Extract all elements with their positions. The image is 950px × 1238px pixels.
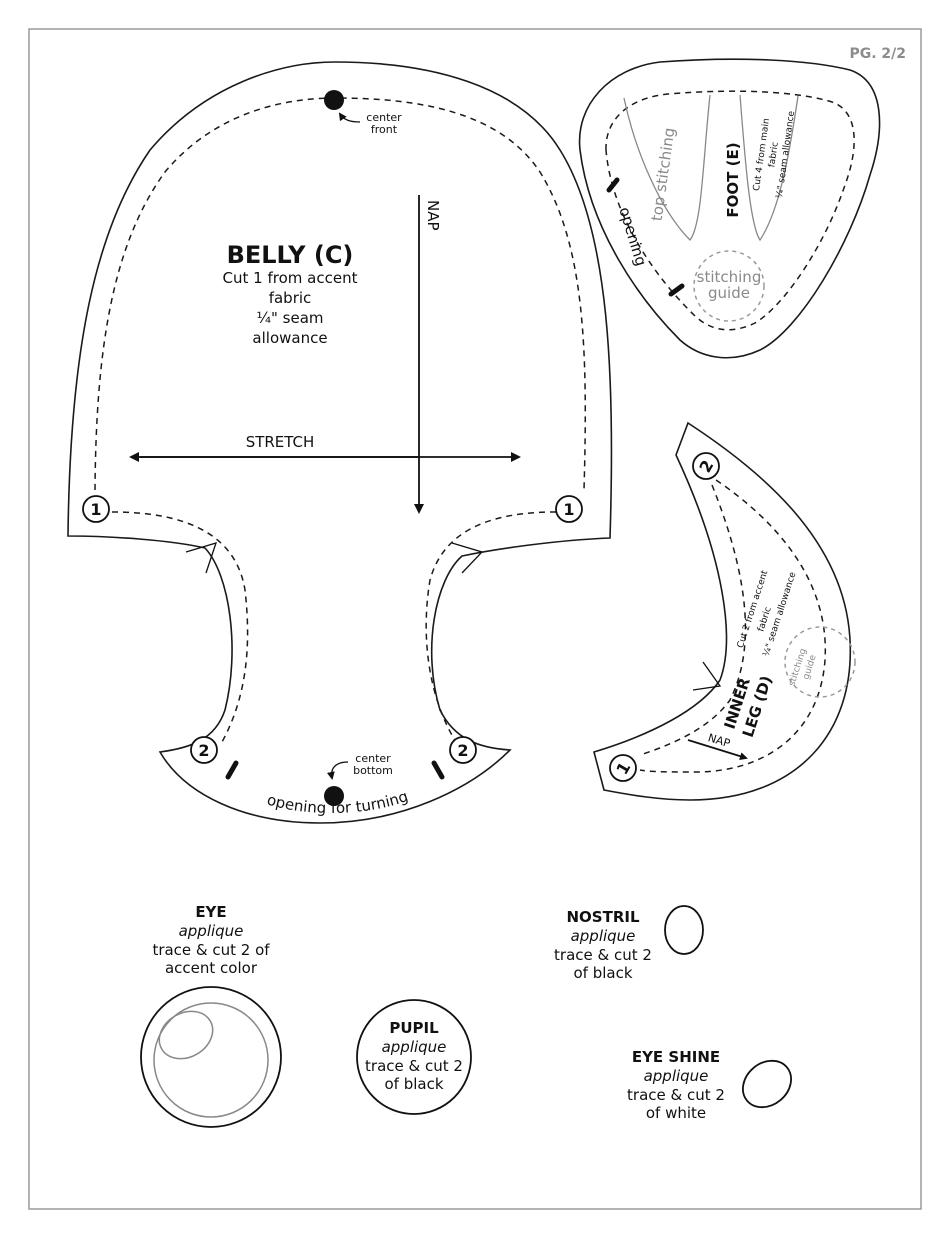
nostril-shape (664, 905, 704, 955)
inner-leg-seam-inner (639, 484, 747, 756)
eye-shine-shape (742, 1059, 792, 1109)
eye-shine-line-2: of white (646, 1104, 706, 1122)
belly-opening-mark-left (225, 760, 239, 780)
belly-notch-right (451, 542, 484, 574)
inner-leg-nap-label: NAP (706, 731, 732, 750)
eye-shine-title: EYE SHINE (632, 1048, 720, 1066)
belly-line-1: Cut 1 from accent (223, 269, 358, 287)
inner-leg-outline (593, 421, 852, 801)
eye-piece: EYE applique trace & cut 2 of accent col… (140, 903, 282, 1128)
belly-marker-2-left: 2 (190, 736, 218, 764)
pupil-piece: PUPIL applique trace & cut 2 of black (356, 999, 472, 1115)
center-front-label-2: front (371, 123, 398, 136)
belly-stretch-label: STRETCH (246, 433, 315, 451)
center-front-dot (324, 90, 344, 110)
foot-piece: stitching guide opening top stitching FO… (578, 58, 881, 359)
svg-text:2: 2 (457, 741, 468, 760)
foot-stitching-guide-label-1: stitching (697, 268, 762, 286)
belly-nap-label: NAP (424, 200, 442, 231)
belly-marker-1-left: 1 (82, 495, 110, 523)
eye-shine-guide (158, 1010, 214, 1060)
foot-line-2: fabric (767, 141, 780, 168)
foot-opening-mark-top (606, 177, 620, 193)
inner-leg-nap-arrow (687, 739, 748, 761)
foot-stitching-guide-label-2: guide (708, 284, 750, 302)
page-number: PG. 2/2 (849, 46, 906, 62)
foot-opening-mark-bottom (668, 283, 685, 297)
center-bottom-label-1: center (355, 752, 391, 765)
nostril-line-1: trace & cut 2 (554, 946, 652, 964)
center-bottom-label-2: bottom (353, 764, 393, 777)
belly-line-3: ¼" seam (256, 309, 323, 327)
nostril-title: NOSTRIL (566, 908, 639, 926)
svg-text:1: 1 (563, 500, 574, 519)
pupil-subtitle: applique (382, 1038, 447, 1056)
center-front-label-1: center (366, 111, 402, 124)
page-frame (28, 28, 922, 1210)
foot-stitching-guide-circle (693, 250, 765, 322)
nostril-piece: NOSTRIL applique trace & cut 2 of black (554, 905, 704, 982)
inner-leg-piece: stitching guide Cut 2 from accent fabric… (593, 421, 856, 801)
eye-line-1: trace & cut 2 of (152, 941, 270, 959)
eye-line-2: accent color (165, 959, 258, 977)
pupil-line-2: of black (384, 1075, 443, 1093)
foot-topstitch-left (623, 94, 711, 241)
inner-leg-marker-2: 2 (692, 452, 720, 480)
pupil-line-1: trace & cut 2 (365, 1057, 463, 1075)
inner-leg-marker-1: 1 (609, 754, 637, 782)
nostril-line-2: of black (573, 964, 632, 982)
eye-shine-piece: EYE SHINE applique trace & cut 2 of whit… (627, 1048, 792, 1122)
belly-marker-2-right: 2 (449, 736, 477, 764)
pupil-circle (356, 999, 472, 1115)
eye-title: EYE (195, 903, 226, 921)
svg-text:2: 2 (198, 741, 209, 760)
eye-outer-circle (140, 986, 282, 1128)
center-front-arrow (338, 112, 361, 123)
inner-leg-notch (692, 661, 722, 691)
foot-title: FOOT (E) (724, 142, 742, 217)
belly-title: BELLY (C) (227, 241, 354, 269)
eye-shine-subtitle: applique (644, 1067, 709, 1085)
eye-pupil-guide (153, 1002, 269, 1118)
belly-line-2: fabric (269, 289, 312, 307)
nostril-subtitle: applique (571, 927, 636, 945)
belly-seam-left (111, 511, 249, 743)
foot-outline (578, 58, 881, 359)
inner-leg-seam-outer (639, 479, 826, 773)
belly-seam-right (425, 511, 557, 743)
foot-seam (605, 90, 855, 331)
center-bottom-arrow (326, 761, 349, 780)
foot-topstitch-right (739, 94, 799, 242)
belly-outline (67, 61, 613, 824)
center-bottom-dot (324, 786, 344, 806)
belly-line-4: allowance (252, 329, 327, 347)
eye-subtitle: applique (179, 922, 244, 940)
inner-leg-stitching-guide-circle (784, 626, 856, 698)
belly-notch-left (185, 542, 218, 574)
belly-opening-mark-right (431, 760, 445, 780)
belly-piece: center front center bottom opening for t… (67, 61, 613, 824)
eye-shine-line-1: trace & cut 2 (627, 1086, 725, 1104)
belly-marker-1-right: 1 (555, 495, 583, 523)
svg-text:1: 1 (90, 500, 101, 519)
pupil-title: PUPIL (389, 1019, 439, 1037)
